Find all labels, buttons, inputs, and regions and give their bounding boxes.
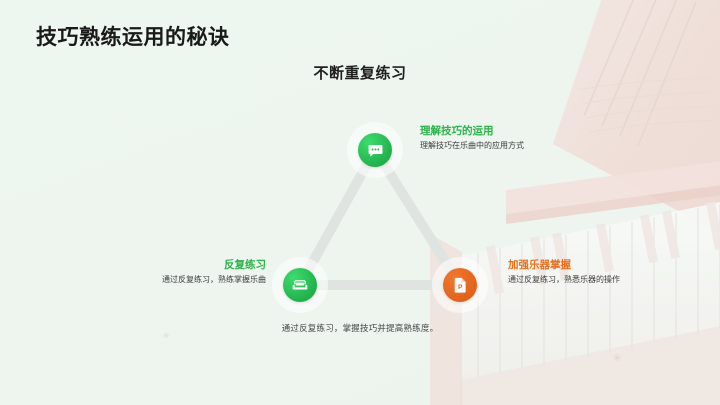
- sofa-icon: [292, 277, 308, 293]
- node-title-left: 反复练习: [224, 259, 266, 271]
- page-title: 技巧熟练运用的秘诀: [36, 26, 230, 49]
- page-subtitle: 不断重复练习: [313, 65, 407, 82]
- node-label-right: 加强乐器掌握 通过反复练习，熟悉乐器的操作: [508, 258, 620, 286]
- node-title-right: 加强乐器掌握: [508, 259, 571, 271]
- diagram-node-left[interactable]: [283, 268, 317, 302]
- diagram-node-right[interactable]: P: [443, 268, 477, 302]
- node-label-left: 反复练习 通过反复练习，熟练掌握乐曲: [120, 258, 266, 286]
- diagram-caption: 通过反复练习，掌握技巧并提高熟练度。: [281, 323, 439, 333]
- node-title-top: 理解技巧的运用: [420, 125, 494, 137]
- node-desc-left: 通过反复练习，熟练掌握乐曲: [162, 275, 266, 285]
- svg-text:P: P: [458, 284, 463, 291]
- diagram-node-top[interactable]: [358, 133, 392, 167]
- node-desc-right: 通过反复练习，熟悉乐器的操作: [508, 275, 620, 285]
- node-label-top: 理解技巧的运用 理解技巧在乐曲中的应用方式: [420, 124, 524, 152]
- presentation-file-icon: P: [453, 277, 468, 293]
- speech-bubble-icon: [367, 142, 384, 159]
- node-desc-top: 理解技巧在乐曲中的应用方式: [420, 141, 524, 151]
